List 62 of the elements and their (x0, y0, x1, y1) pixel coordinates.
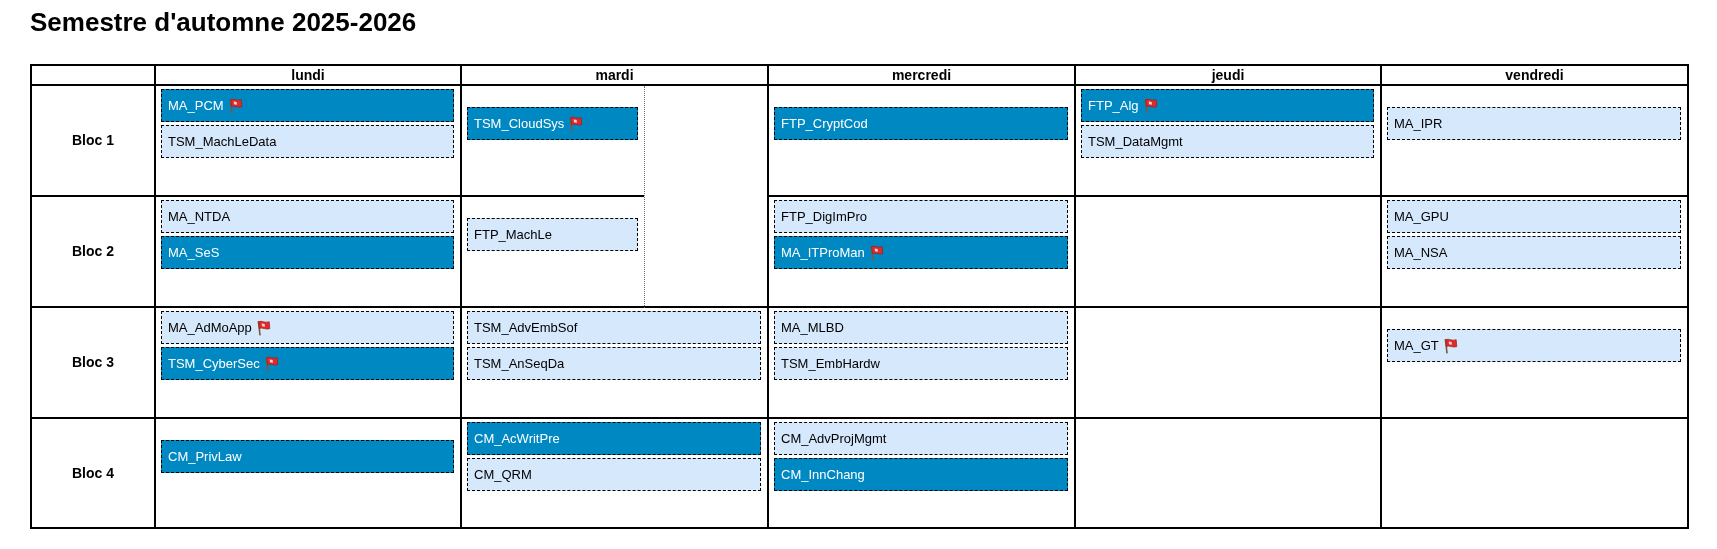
course-box (774, 347, 1068, 380)
course-code: CM_QRM (474, 465, 532, 484)
course-box (774, 200, 1068, 233)
course-box (1387, 236, 1681, 269)
course-code: MA_IPR (1394, 114, 1443, 133)
course-box (467, 107, 638, 140)
course-box (161, 200, 454, 233)
column-header: jeudi (1210, 66, 1246, 85)
course-code: CM_PrivLaw (168, 447, 242, 466)
course-box (161, 89, 454, 122)
course-box (467, 311, 761, 344)
course-code: CM_AcWritPre (474, 429, 560, 448)
column-header: mercredi (890, 66, 953, 85)
row-header: Bloc 3 (71, 352, 115, 371)
course-code: CM_AdvProjMgmt (781, 429, 887, 448)
course-box (1387, 200, 1681, 233)
course-code: MA_GT (1394, 336, 1439, 355)
course-code: TSM_AnSeqDa (474, 354, 565, 373)
course-box (1081, 89, 1374, 122)
course-box (161, 440, 454, 473)
column-header: vendredi (1504, 66, 1565, 85)
course-code: TSM_MachLeData (168, 132, 277, 151)
course-code: TSM_DataMgmt (1088, 132, 1183, 151)
column-header: mardi (594, 66, 635, 85)
course-code: FTP_DigImPro (781, 207, 867, 226)
course-code: FTP_MachLe (474, 225, 553, 244)
course-code: TSM_AdvEmbSof (474, 318, 578, 337)
course-code: MA_NTDA (168, 207, 231, 226)
course-code: MA_NSA (1394, 243, 1448, 262)
row-header: Bloc 2 (71, 241, 115, 260)
course-box (467, 422, 761, 455)
course-code: MA_AdMoApp (168, 318, 252, 337)
course-box (467, 458, 761, 491)
course-box (774, 107, 1068, 140)
course-box (1387, 329, 1681, 362)
course-code: CM_InnChang (781, 465, 865, 484)
course-code: TSM_EmbHardw (781, 354, 880, 373)
course-box (1081, 125, 1374, 158)
course-code: MA_GPU (1394, 207, 1449, 226)
course-box (467, 218, 638, 251)
course-box (774, 236, 1068, 269)
course-code: MA_PCM (168, 96, 224, 115)
course-box (774, 422, 1068, 455)
course-box (1387, 107, 1681, 140)
course-code: MA_MLBD (781, 318, 844, 337)
course-code: MA_SeS (168, 243, 220, 262)
course-box (774, 311, 1068, 344)
course-box (161, 347, 454, 380)
row-header: Bloc 4 (71, 463, 115, 482)
course-box (161, 125, 454, 158)
course-code: FTP_Alg (1088, 96, 1139, 115)
course-code: TSM_CyberSec (168, 354, 260, 373)
course-box (161, 236, 454, 269)
column-header: lundi (290, 66, 326, 85)
page-title: Semestre d'automne 2025-2026 (30, 6, 417, 39)
row-header: Bloc 1 (71, 130, 115, 149)
course-box (161, 311, 454, 344)
course-code: TSM_CloudSys (474, 114, 565, 133)
course-code: MA_ITProMan (781, 243, 865, 262)
course-code: FTP_CryptCod (781, 114, 868, 133)
course-box (774, 458, 1068, 491)
course-box (467, 347, 761, 380)
